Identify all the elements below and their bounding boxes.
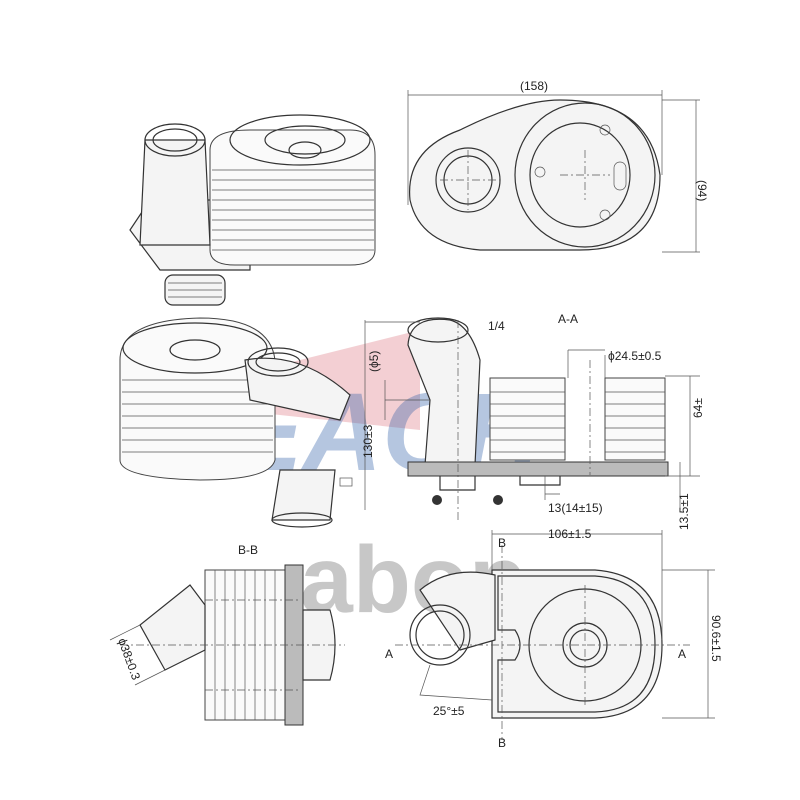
base-dim-label: 13(14±15) [548, 501, 603, 515]
plan-height-label: 90.6±1.5 [709, 615, 723, 662]
flange-dim-label: 13.5±1 [677, 493, 691, 530]
overall-height-label: 130±3 [361, 424, 375, 458]
pipe-dia-label: ϕ38±0.3 [115, 636, 143, 682]
angle-label: 25°±5 [433, 704, 465, 718]
bore-dia-label: ϕ24.5±0.5 [608, 349, 662, 363]
section-b-b-title: B-B [238, 543, 258, 557]
section-mark-a-right: A [678, 647, 686, 661]
top-view: (158) (94) [407, 79, 709, 253]
plan-view: 106±1.5 90.6±1.5 25°±5 B B A A [385, 527, 723, 750]
section-a-a-title: A-A [558, 312, 578, 326]
thread-label: 1/4 [488, 319, 505, 333]
plan-width-label: 106±1.5 [548, 527, 592, 541]
isometric-view-bottom [119, 317, 353, 528]
section-mark-b-top: B [498, 536, 506, 550]
pin-dia-label: (ϕ5) [367, 351, 381, 372]
section-mark-b-bottom: B [498, 736, 506, 750]
stack-height-label: 64± [691, 398, 705, 418]
section-a-a: A-A 1/4 (ϕ5) ϕ24.5±0.5 130±3 64± 13(14±1… [361, 312, 705, 530]
dim-width-158: (158) [520, 79, 548, 93]
isometric-view-top [129, 114, 376, 306]
section-mark-a-left: A [385, 647, 393, 661]
section-b-b: B-B ϕ38±0.3 [109, 543, 345, 726]
dim-height-94: (94) [695, 180, 709, 201]
